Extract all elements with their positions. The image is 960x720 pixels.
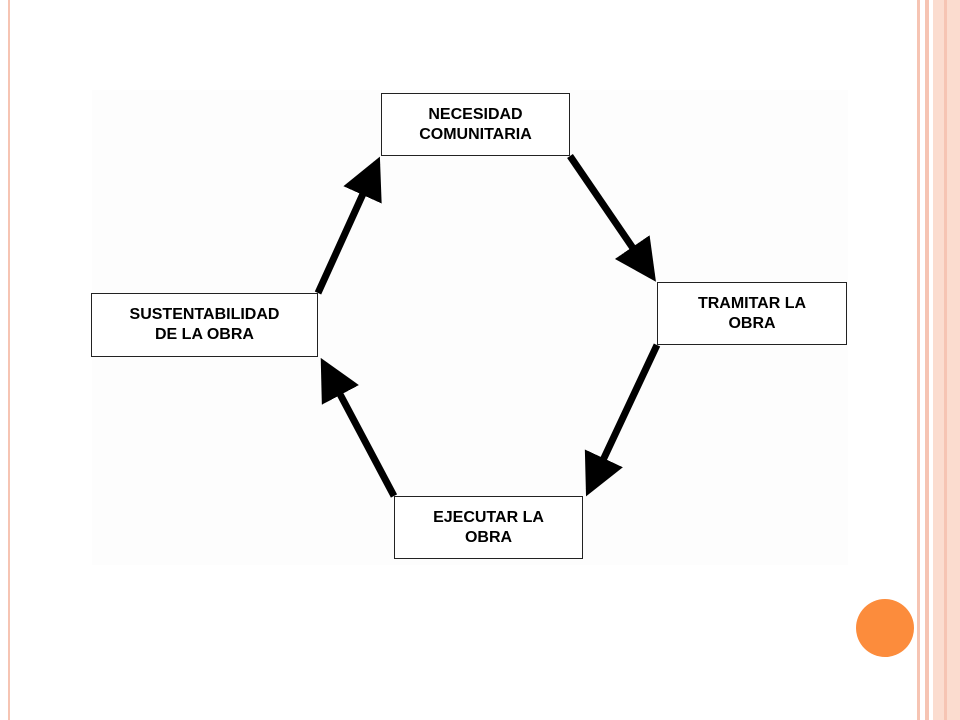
right-border-bar — [944, 0, 947, 720]
node-ejecutar-la-obra: EJECUTAR LA OBRA — [394, 496, 583, 559]
arrow-tramitar-to-ejecutar — [584, 343, 661, 497]
arrow-ejecutar-to-sustentabilidad — [320, 357, 398, 498]
left-border-line — [8, 0, 10, 720]
arrow-necesidad-to-tramitar — [567, 154, 656, 282]
arrow-sustentabilidad-to-necesidad — [314, 156, 382, 295]
right-border-bar — [917, 0, 920, 720]
node-sustentabilidad-de-la-obra: SUSTENTABILIDAD DE LA OBRA — [91, 293, 318, 357]
node-necesidad-comunitaria: NECESIDAD COMUNITARIA — [381, 93, 570, 156]
accent-circle — [856, 599, 914, 657]
node-tramitar-la-obra: TRAMITAR LA OBRA — [657, 282, 847, 345]
right-border-bar — [925, 0, 929, 720]
